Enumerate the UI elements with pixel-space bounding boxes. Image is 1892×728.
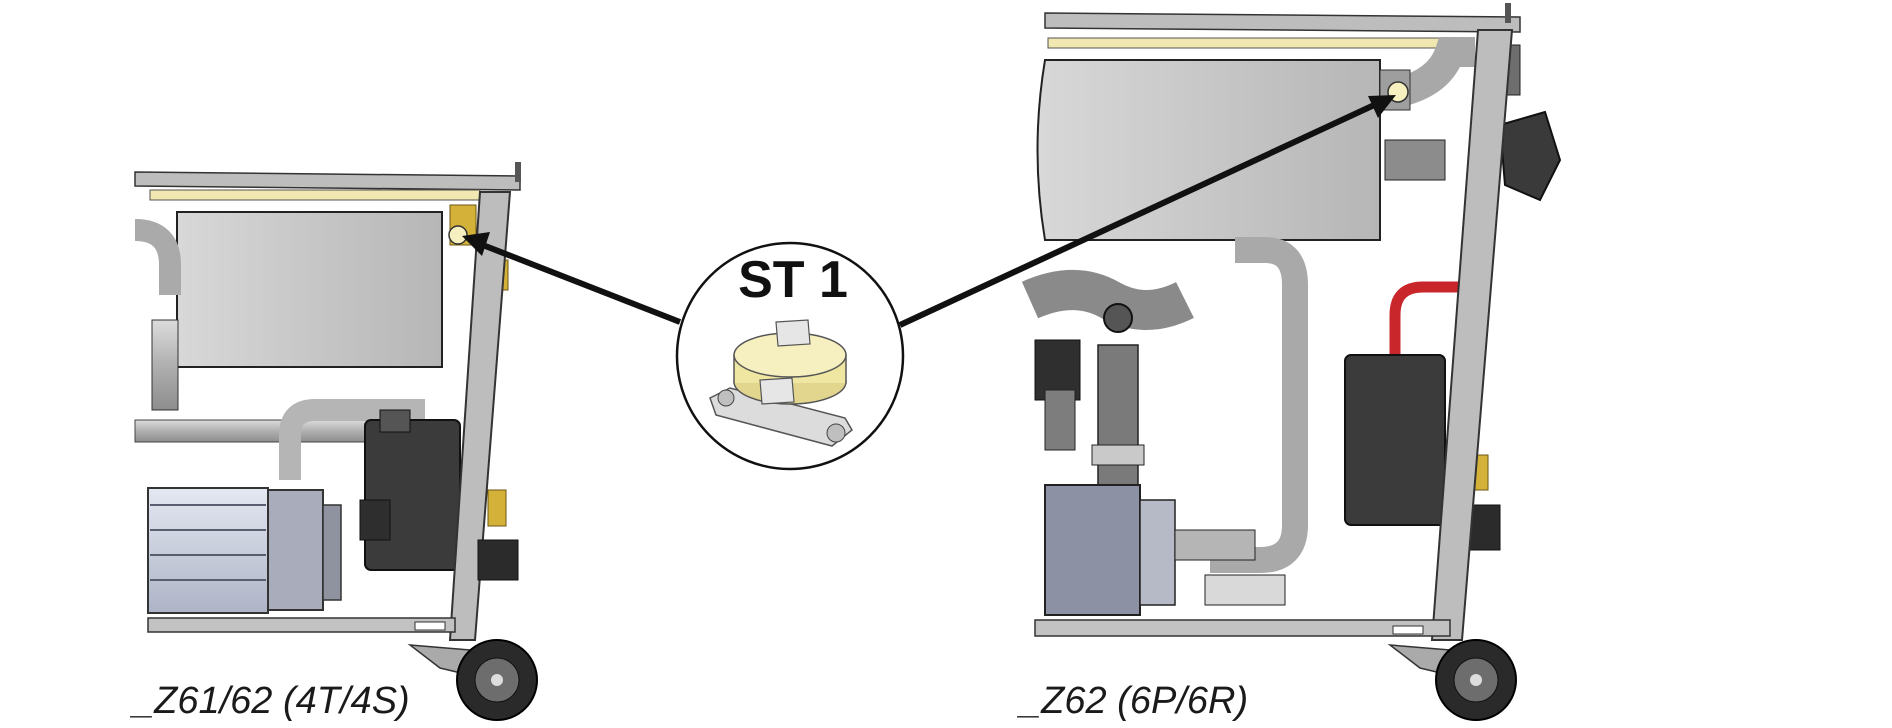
right-red-hose	[1389, 281, 1463, 355]
left-bottom-frame	[147, 617, 456, 633]
right-bottom-frame	[1034, 619, 1451, 637]
left-side-frame	[448, 191, 512, 641]
right-pump-elbow	[1021, 270, 1194, 330]
left-sensor-marker	[448, 225, 468, 245]
left-elbow-pipe	[134, 219, 181, 295]
left-valve-block	[364, 419, 461, 571]
left-top-frame	[134, 171, 521, 191]
callout-label: ST 1	[738, 251, 848, 309]
thermostat-sensor-icon	[709, 319, 853, 447]
right-pump-flange	[1139, 499, 1176, 606]
right-u-pipe	[1210, 237, 1308, 573]
right-heater-tank	[1036, 59, 1381, 241]
callout-arrowhead-right	[1368, 95, 1396, 118]
left-brass-fitting	[487, 489, 507, 527]
right-pump-motor	[1044, 484, 1141, 616]
right-sensor-housing	[1498, 110, 1562, 202]
right-side-frame	[1430, 29, 1514, 641]
left-heater-tank	[176, 211, 443, 368]
left-riser-pipe	[279, 399, 425, 480]
callout-arrow-right	[898, 97, 1387, 328]
left-pump-head	[267, 489, 324, 611]
right-top-trim	[1047, 37, 1469, 49]
right-upper-elbow	[1395, 37, 1475, 107]
left-pump-motor	[147, 487, 269, 614]
left-unit-drawing	[134, 162, 538, 721]
right-valve-block	[1344, 354, 1446, 526]
right-unit-drawing	[1021, 3, 1562, 721]
right-unit-caption: _Z62 (6P/6R)	[1020, 680, 1249, 722]
left-pump-flange	[322, 504, 342, 601]
left-unit-caption: _Z61/62 (4T/4S)	[133, 680, 410, 722]
right-top-frame	[1044, 12, 1521, 33]
left-top-trim	[149, 189, 481, 201]
callout-arrowhead-left	[462, 232, 490, 256]
callout-arrow-left	[468, 237, 682, 325]
left-vertical-pipe	[151, 319, 179, 411]
sensor-callout	[462, 95, 1396, 471]
